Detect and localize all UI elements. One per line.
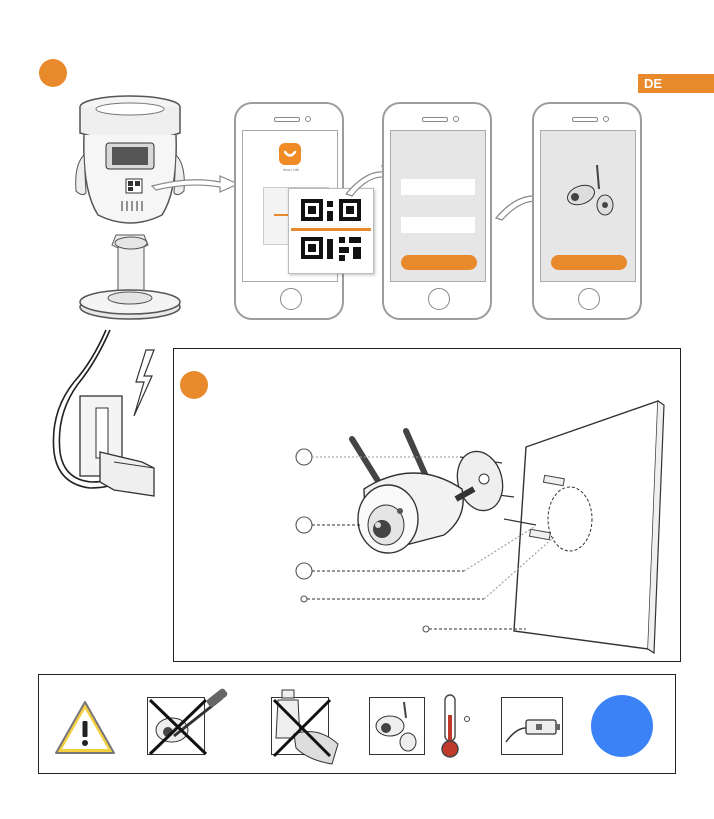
- app-logo-caption: imou Life: [273, 167, 309, 172]
- qr-scan-arrow: [150, 168, 240, 198]
- password-field: [401, 217, 475, 233]
- warning-triangle-icon: [53, 699, 117, 757]
- language-tag: DE: [638, 74, 714, 93]
- phone-front-camera: [453, 116, 459, 122]
- wall-mount-diagram: [174, 349, 679, 660]
- camera-thumbnail-icon: [559, 161, 623, 225]
- power-adapter-icon: [501, 697, 563, 755]
- phone-device-added: [532, 102, 642, 320]
- phone-speaker: [274, 117, 300, 122]
- installation-panel: [173, 348, 681, 662]
- phone-speaker: [572, 117, 598, 122]
- qr-code-icon: [289, 189, 373, 273]
- app-logo-icon: [279, 143, 301, 165]
- login-button: [401, 255, 477, 270]
- step-1-marker: [39, 59, 67, 87]
- phone-screen: [540, 130, 636, 282]
- phone-home-button: [280, 288, 302, 310]
- phone-login: [382, 102, 492, 320]
- phone-home-button: [578, 288, 600, 310]
- camera-temperature-icon: [369, 697, 425, 755]
- thermometer-icon: [437, 691, 477, 763]
- no-cleaning-chemicals-icon: [271, 697, 329, 755]
- phone-home-button: [428, 288, 450, 310]
- phone-speaker: [422, 117, 448, 122]
- qr-code-card: [288, 188, 374, 274]
- phone-front-camera: [305, 116, 311, 122]
- confirm-button: [551, 255, 627, 270]
- warnings-panel: [38, 674, 676, 774]
- phone-front-camera: [603, 116, 609, 122]
- no-screwdriver-icon: [147, 697, 205, 755]
- camera-illustration: [60, 95, 200, 335]
- username-field: [401, 179, 475, 195]
- phone-screen: [390, 130, 486, 282]
- power-adapter-illustration: [44, 322, 174, 502]
- blue-circle-icon: [591, 695, 653, 757]
